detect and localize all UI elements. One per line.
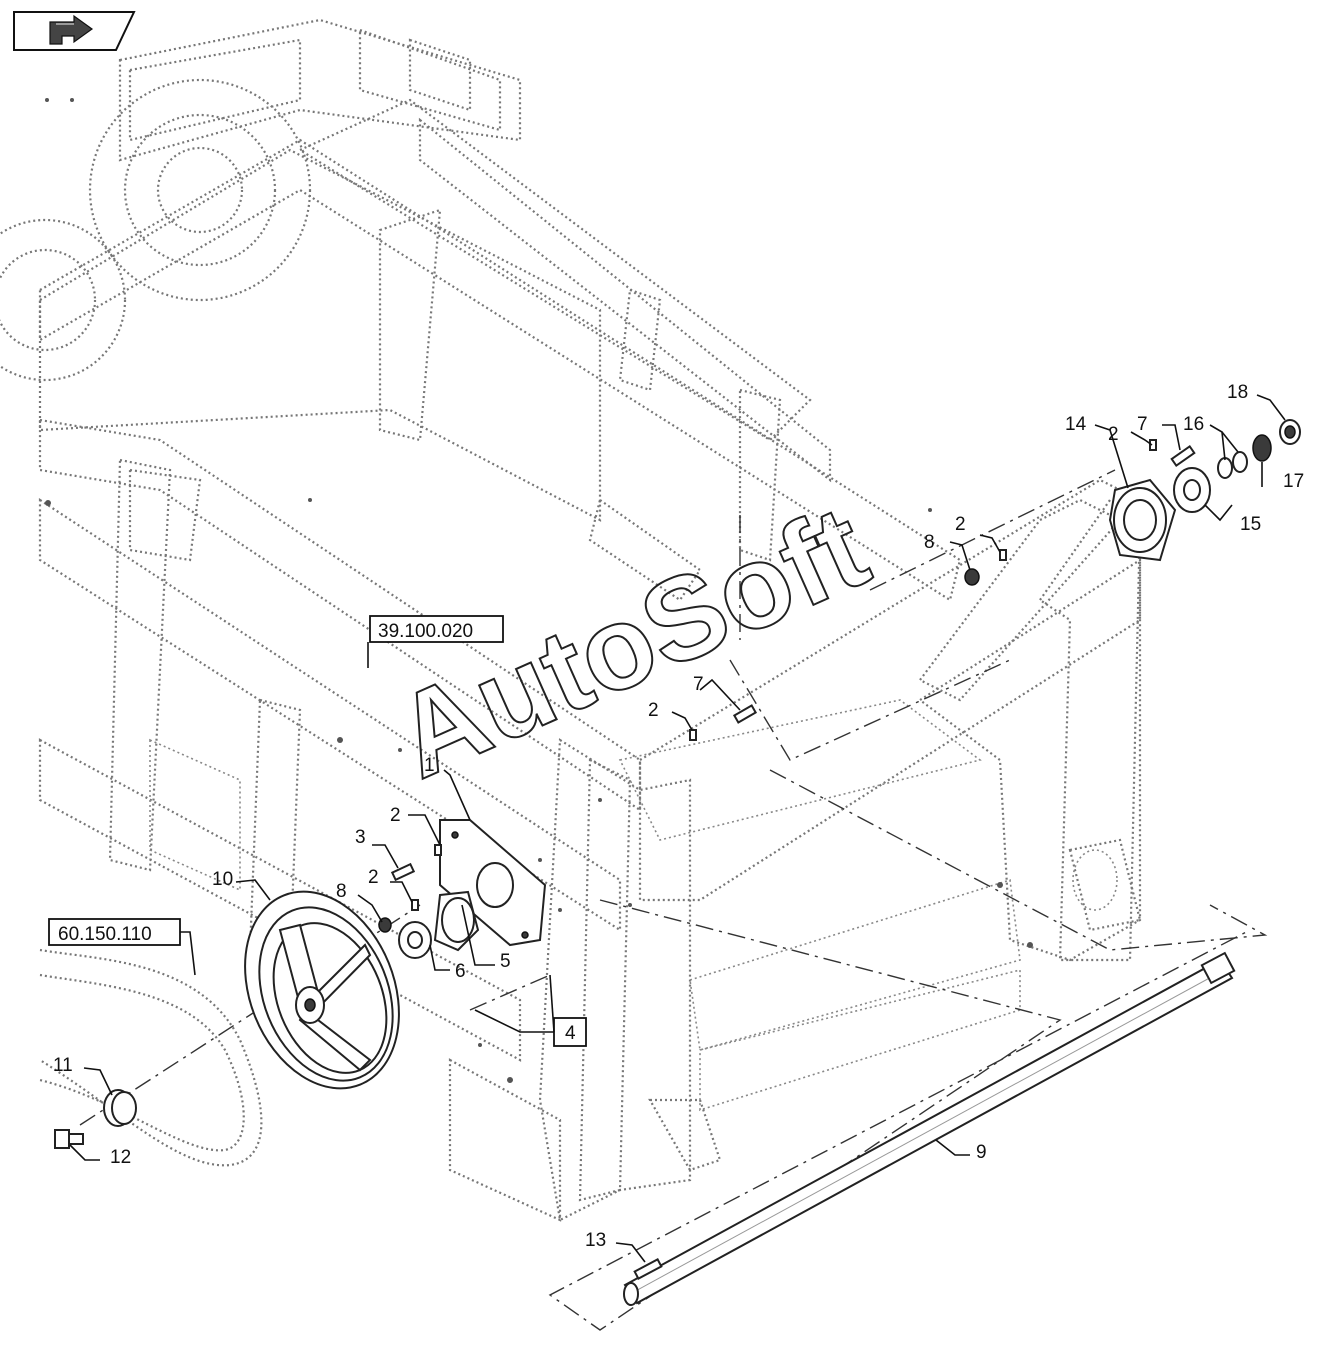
callout-13: 13 [585,1230,606,1251]
leader-lines [69,394,1286,1263]
callout-10: 10 [212,869,233,890]
callout-14: 14 [1065,414,1087,435]
ref-box-frame[interactable]: 39.100.020 [367,615,504,668]
spacer-rings [1217,451,1248,479]
ref-frame-label: 39.100.020 [378,621,473,642]
callout-12: 12 [110,1147,131,1168]
washer-2-left-a [434,844,442,856]
callout-2-left-b: 2 [368,867,379,888]
callouts: 1 2 3 2 8 10 6 5 11 12 9 13 2 7 8 2 14 2… [53,382,1304,1251]
pulley [244,890,400,1090]
callout-15: 15 [1240,514,1261,535]
callout-7-right: 7 [1137,414,1148,435]
return-arrow-icon [49,14,94,45]
ref-box-belt[interactable]: 60.150.110 [48,918,196,976]
callout-8-left: 8 [336,881,347,902]
callout-9: 9 [976,1142,987,1163]
callout-18: 18 [1227,382,1248,403]
callout-5: 5 [500,951,511,972]
bolt-3 [390,862,416,882]
return-button[interactable] [13,11,136,51]
drive-shaft [623,951,1236,1306]
bearing-flange-left [433,890,480,952]
hub-11 [103,1089,137,1127]
bolt-7-right [1170,445,1196,467]
washer-2-right-b [1149,439,1157,451]
bearing-flange-right [1108,478,1177,562]
key-13 [633,1258,663,1280]
ref-4-label: 4 [565,1023,576,1044]
ref-box-4[interactable]: 4 [474,974,587,1047]
callout-7-mid: 7 [693,674,704,695]
callout-2-right-a: 2 [955,514,966,535]
callout-3: 3 [355,827,366,848]
bolt-12 [54,1129,84,1149]
callout-2-mid: 2 [648,700,659,721]
header-frame [0,18,1142,1222]
center-lines [79,469,1268,1331]
callout-11: 11 [53,1055,73,1076]
end-cap [1279,419,1301,445]
washer-2-left-b [411,899,419,911]
bearing-plate [439,819,547,947]
callout-2-right-b: 2 [1108,424,1119,445]
snap-ring [1252,434,1272,462]
ref-belt-label: 60.150.110 [58,924,152,945]
callout-1: 1 [424,755,435,776]
callout-17: 17 [1283,471,1304,492]
callout-6: 6 [455,961,466,982]
callout-2-left-a: 2 [390,805,401,826]
drive-belt [39,948,263,1167]
callout-16: 16 [1183,414,1204,435]
bolt-7-mid [732,704,758,724]
callout-8-right: 8 [924,532,935,553]
nut-8-right [964,568,980,586]
bearing-insert-left [398,921,432,959]
washer-2-mid [689,729,697,741]
bearing-insert-right [1173,467,1211,513]
washer-2-right [999,549,1007,561]
